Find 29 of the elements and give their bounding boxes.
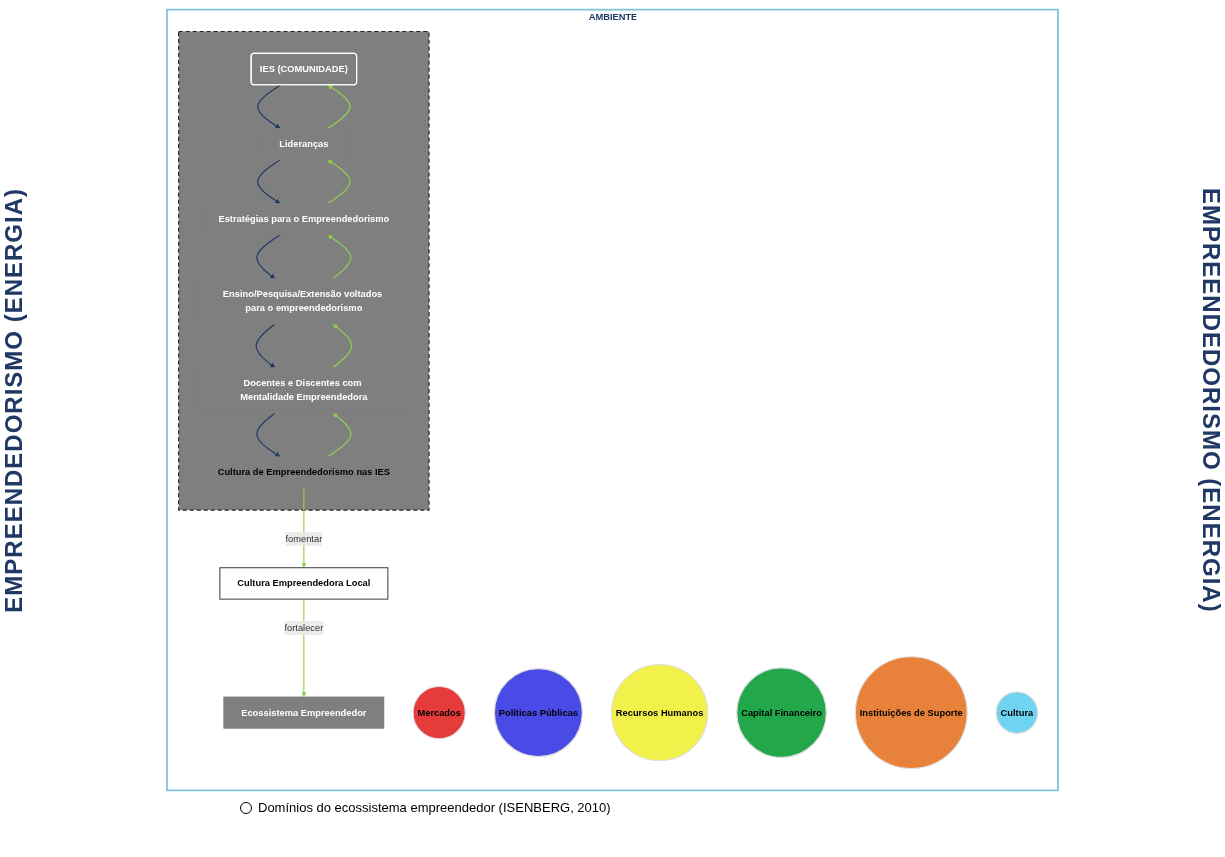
node-circle: Cultura: [995, 691, 1039, 734]
node-text: Cultura de Empreendedorismo nas IES: [217, 467, 391, 478]
arrow: [256, 234, 281, 279]
node-box: Cultura Empreendedora Local: [219, 567, 389, 600]
node-text: Estratégias para o Empreendedorismo: [218, 214, 390, 224]
arrow: [256, 412, 281, 457]
arrow: [332, 323, 353, 369]
legend-text: Domínios do ecossistema empreendedor (ISENBERG, 2010): [258, 800, 611, 815]
node-text: Ensino/Pesquisa/Extensão voltados para o empreendedorismo: [222, 289, 383, 313]
node-circle: Instituições de Suporte: [854, 656, 968, 770]
arrow: [327, 412, 352, 458]
arrow: [327, 234, 352, 280]
node-text: Docentes e Discentes com Mentalidade Empreendedora: [240, 378, 368, 403]
cluster: [178, 30, 430, 511]
node-circle: Políticas Públicas: [493, 668, 583, 758]
node-circle: Capital Financeiro: [736, 667, 827, 758]
node-box: Ecossistema Empreendedor: [223, 696, 385, 729]
edge-label: fortalecer: [284, 622, 324, 633]
arrow: [327, 159, 351, 205]
edge-label: fomentar: [285, 533, 323, 544]
arrow: [257, 84, 281, 129]
side-label: EMPREENDEDORISMO (ENERGIA): [1197, 187, 1225, 613]
side-label: EMPREENDEDORISMO (ENERGIA): [0, 187, 28, 613]
arrow: [257, 159, 281, 204]
node-circle: Mercados: [412, 685, 466, 740]
node-circle: Recursos Humanos: [610, 663, 709, 762]
arrow: [255, 323, 276, 368]
arrow: [327, 84, 351, 129]
node-text: Lideranças: [279, 138, 329, 149]
